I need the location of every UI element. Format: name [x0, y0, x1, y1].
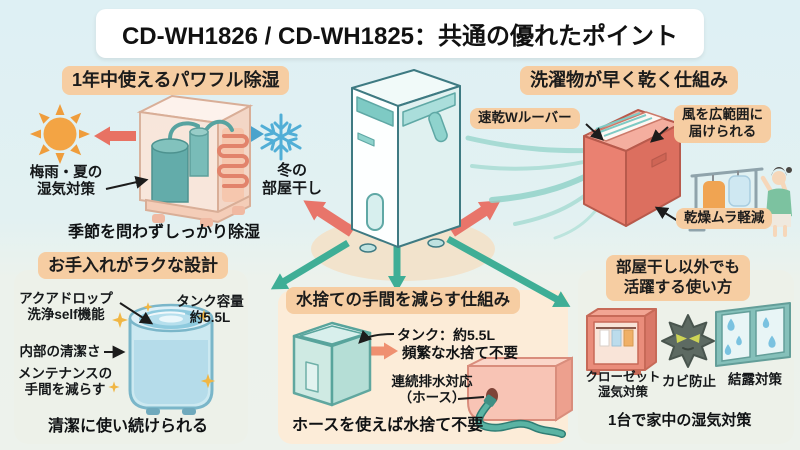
easy-care-section-badge: お手入れがラクな設計: [38, 252, 228, 280]
water-drop-icon: [724, 317, 776, 355]
powerful-section-badge: 1年中使えるパワフル除湿: [62, 66, 290, 95]
no-frequent-arrow: [370, 342, 398, 360]
tank-icon: [292, 321, 372, 407]
no-frequent-label: 頻繁な水捨て不要: [402, 346, 518, 362]
sun-icon: [30, 104, 90, 164]
water-swirl-tank-icon: [108, 302, 216, 415]
powerful-caption: 季節を問わずしっかり除湿: [68, 224, 261, 241]
easy-care-caption: 清潔に使い続けられる: [48, 418, 209, 435]
other-uses-caption: 1台で家中の湿気対策: [608, 412, 752, 429]
floor-shadow: [311, 217, 495, 281]
laundry-rack-icon: [688, 167, 792, 237]
tank-size-label: タンク：約5.5L: [397, 327, 496, 343]
louver-label: 速乾Wルーバー: [470, 108, 580, 129]
condensation-use-label: 結露対策: [728, 372, 782, 387]
summer-label: 梅雨・夏の 湿気対策: [29, 165, 103, 199]
center-arrows: [270, 200, 571, 307]
winter-label: 冬の 部屋干し: [261, 162, 322, 197]
compressor-icon: [136, 94, 254, 227]
page-title: CD-WH1826 / CD-WH1825：共通の優れたポイント: [95, 9, 705, 58]
window-icon: [715, 302, 791, 367]
maintenance-label: メンテナンスの 手間を減らす: [17, 366, 113, 398]
wide-air-label: 風を広範囲に 届けられる: [674, 105, 771, 143]
aqua-drop-label: アクアドロップ 洗浄self機能: [19, 291, 113, 323]
other-uses-section-badge: 部屋干し以外でも 活躍する使い方: [606, 255, 751, 302]
snowflake-icon: [260, 113, 302, 161]
sun-arrow: [94, 126, 136, 146]
even-dry-label: 乾燥ムラ軽減: [676, 208, 773, 229]
water-disposal-section-badge: 水捨ての手間を減らす仕組み: [286, 287, 521, 314]
sparkle-icon: [108, 302, 216, 393]
fast-dry-section-badge: 洗濯物が早く乾く仕組み: [520, 66, 738, 95]
drain-hose-label: 連続排水対応 （ホース）: [391, 374, 473, 406]
louver-unit-icon: [583, 109, 681, 227]
mold-use-label: カビ防止: [662, 374, 716, 389]
closet-icon: [586, 308, 657, 375]
dehumidifier-icon: [351, 69, 461, 253]
mold-icon: [661, 314, 715, 368]
hose-icon: [467, 356, 573, 438]
closet-use-label: クローゼット 湿気対策: [585, 370, 661, 399]
clean-inside-label: 内部の清潔さ: [19, 344, 101, 359]
label-connectors: [104, 123, 679, 400]
water-disposal-caption: ホースを使えば水捨て不要: [292, 417, 484, 434]
tank-capacity-label: タンク容量 約5.5L: [176, 294, 244, 326]
